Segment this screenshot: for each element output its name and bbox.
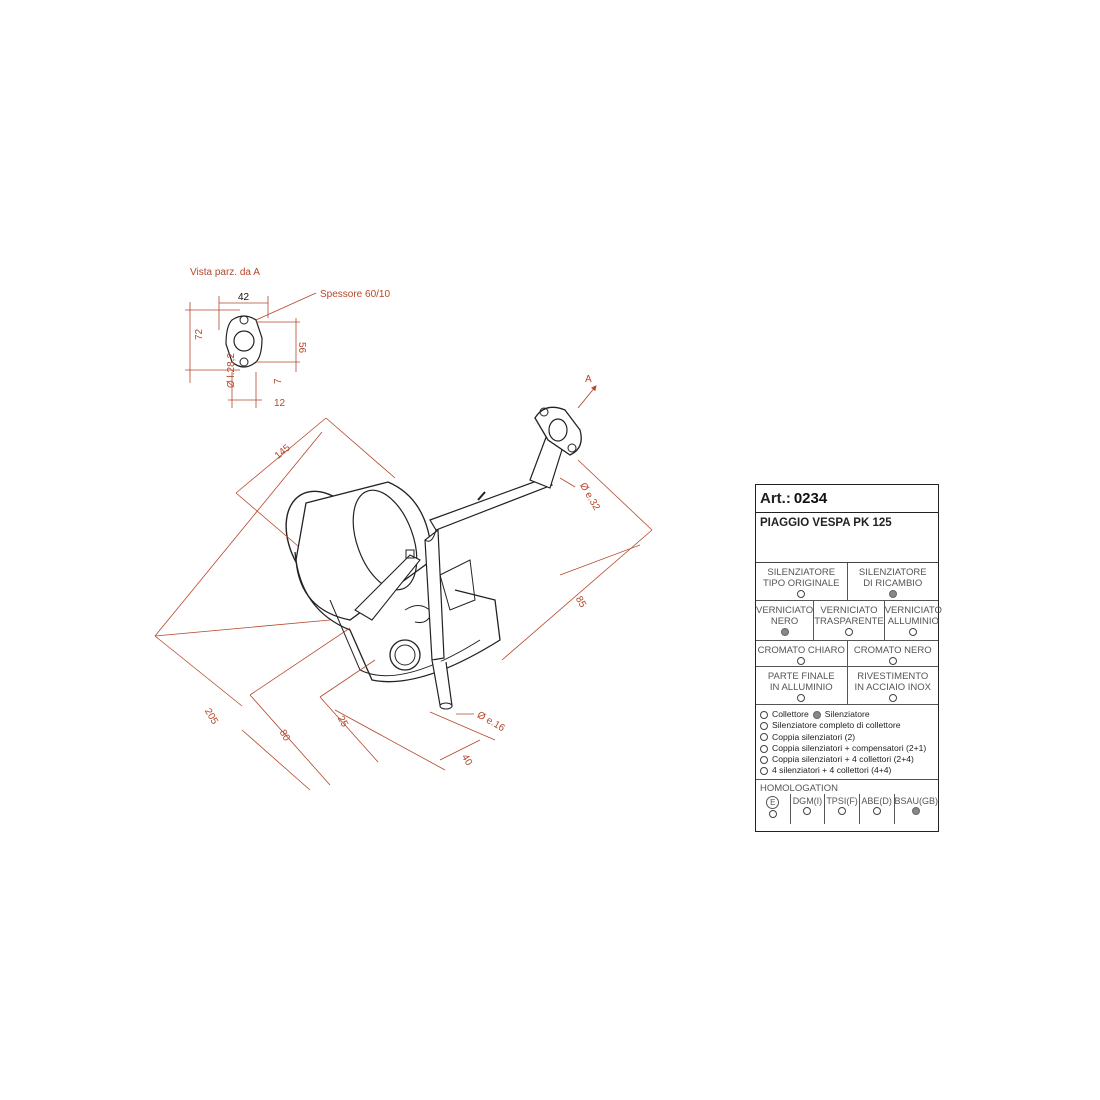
thickness-label: Spessore 60/10 <box>320 289 390 300</box>
dim-flange-height-outer: 72 <box>194 328 205 340</box>
radio-chrome-black[interactable] <box>888 657 897 666</box>
radio-homologation-tpsi[interactable] <box>838 807 847 816</box>
radio-muffler[interactable] <box>812 710 821 719</box>
dim-total-length: 205 <box>202 707 220 727</box>
radio-option[interactable] <box>760 755 768 764</box>
radio-option[interactable] <box>760 767 768 776</box>
radio-paint-aluminium[interactable] <box>909 628 918 637</box>
radio-option[interactable] <box>760 721 768 730</box>
radio-chrome-light[interactable] <box>797 657 806 666</box>
art-label: Art.: <box>760 490 791 507</box>
homologation-bsau-cell[interactable]: BSAU(GB) <box>895 794 938 824</box>
dim-80: 80 <box>277 728 292 744</box>
chrome-row: CROMATO CHIARO CROMATO NERO <box>756 641 938 667</box>
dim-height: 85 <box>573 595 588 611</box>
radio-finish-stainless[interactable] <box>888 694 897 703</box>
finish-aluminium-cell[interactable]: PARTE FINALE IN ALLUMINIO <box>756 667 848 704</box>
paint-black-cell[interactable]: VERNICIATO NERO <box>756 601 815 640</box>
dim-40: 40 <box>459 753 474 769</box>
radio-type-original[interactable] <box>797 590 806 599</box>
flange-view: Vista parz. da A Spessore 60/10 42 72 56… <box>185 267 390 409</box>
radio-finish-aluminium[interactable] <box>797 694 806 703</box>
muffler-drawing: A <box>154 374 653 791</box>
list-item[interactable]: 4 silenziatori + 4 collettori (4+4) <box>760 765 934 776</box>
configuration-list: Collettore Silenziatore Silenziatore com… <box>756 705 938 780</box>
spec-card: Art.: 0234 PIAGGIO VESPA PK 125 SILENZIA… <box>755 484 942 832</box>
radio-homologation-dgm[interactable] <box>803 807 812 816</box>
radio-collector[interactable] <box>760 710 768 719</box>
finish-row: PARTE FINALE IN ALLUMINIO RIVESTIMENTO I… <box>756 667 938 705</box>
chrome-black-cell[interactable]: CROMATO NERO <box>848 641 939 666</box>
finish-stainless-cell[interactable]: RIVESTIMENTO IN ACCIAIO INOX <box>848 667 939 704</box>
radio-homologation-bsau[interactable] <box>912 807 921 816</box>
homologation-dgm-cell[interactable]: DGM(I) <box>791 793 826 824</box>
type-replacement-cell[interactable]: SILENZIATORE DI RICAMBIO <box>848 563 939 600</box>
list-item[interactable]: Coppia silenziatori (2) <box>760 732 934 743</box>
dim-outlet-diameter: Ø e.16 <box>475 710 507 735</box>
model-name: PIAGGIO VESPA PK 125 <box>756 513 938 563</box>
dim-pipe-diameter: Ø e.32 <box>577 481 602 513</box>
card-header: Art.: 0234 <box>756 485 938 513</box>
radio-homologation-e[interactable] <box>768 810 777 819</box>
dim-flange-offset: 7 <box>273 378 284 384</box>
homologation-tpsi-cell[interactable]: TPSI(F) <box>825 793 860 824</box>
dim-flange-height-inner: 56 <box>296 342 307 354</box>
view-marker-a: A <box>585 374 592 385</box>
list-item[interactable]: Silenziatore completo di collettore <box>760 720 934 731</box>
list-item[interactable]: Collettore Silenziatore <box>760 709 934 720</box>
paint-row: VERNICIATO NERO VERNICIATO TRASPARENTE V… <box>756 601 942 641</box>
radio-type-replacement[interactable] <box>888 590 897 599</box>
muffler-type-row: SILENZIATORE TIPO ORIGINALE SILENZIATORE… <box>756 563 938 601</box>
homologation-abe-cell[interactable]: ABE(D) <box>860 793 895 824</box>
radio-paint-clear[interactable] <box>844 628 853 637</box>
dim-flange-width: 42 <box>238 292 250 303</box>
radio-option[interactable] <box>760 733 768 742</box>
dim-flange-slot: 12 <box>274 398 286 409</box>
dim-length-top: 145 <box>273 442 293 461</box>
dim-25: 25 <box>335 714 350 730</box>
paint-aluminium-cell[interactable]: VERNICIATO ALLUMINIO <box>885 601 942 640</box>
view-title: Vista parz. da A <box>190 267 260 278</box>
list-item[interactable]: Coppia silenziatori + 4 collettori (2+4) <box>760 754 934 765</box>
paint-clear-cell[interactable]: VERNICIATO TRASPARENTE <box>814 601 885 640</box>
dim-flange-hole: Ø l.28,2 <box>226 353 237 388</box>
art-number: 0234 <box>793 490 828 507</box>
type-original-cell[interactable]: SILENZIATORE TIPO ORIGINALE <box>756 563 848 600</box>
homologation-title: HOMOLOGATION <box>760 782 838 794</box>
radio-paint-black[interactable] <box>780 628 789 637</box>
e-mark-icon: E <box>766 795 780 809</box>
homologation-row: E DGM(I) TPSI(F) ABE(D) BSAU(GB) <box>756 793 938 824</box>
radio-homologation-abe[interactable] <box>872 807 881 816</box>
chrome-light-cell[interactable]: CROMATO CHIARO <box>756 641 848 666</box>
homologation-e-cell[interactable]: E <box>756 793 791 824</box>
list-item[interactable]: Coppia silenziatori + compensatori (2+1) <box>760 743 934 754</box>
radio-option[interactable] <box>760 744 768 753</box>
